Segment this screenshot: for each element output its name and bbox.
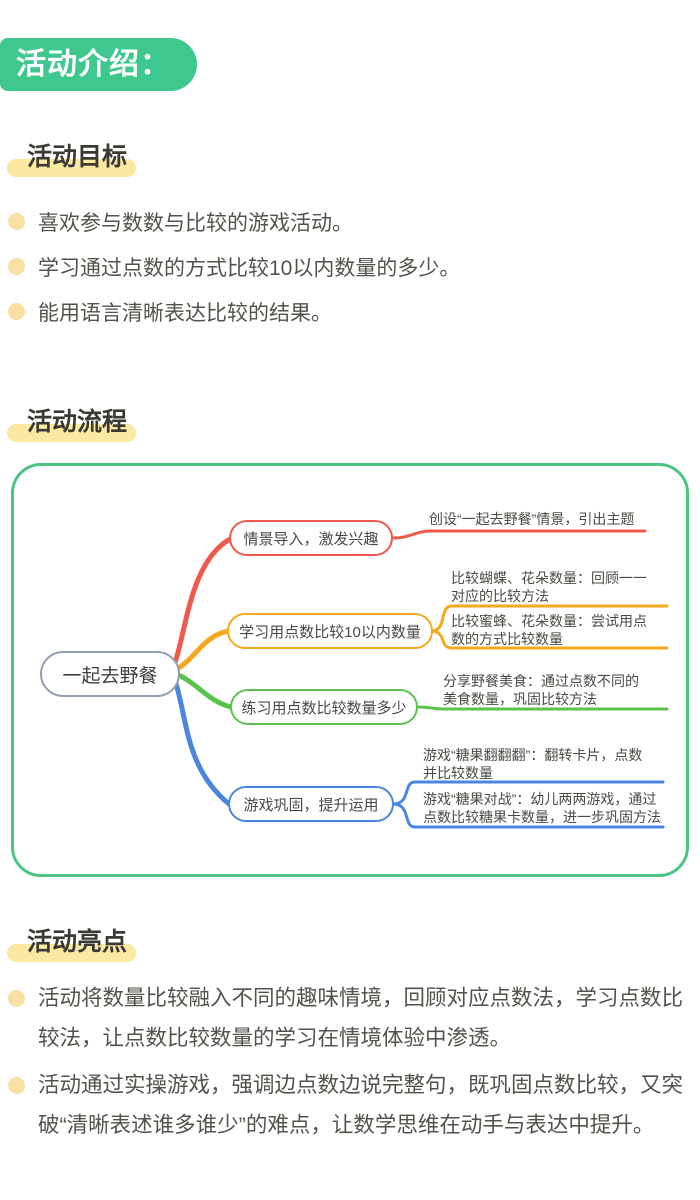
- goals-section-heading: 活动目标: [0, 137, 700, 177]
- mindmap-leaf-text: 游戏“糖果对战”：幼儿两两游戏，通过 点数比较糖果卡数量，进一步巩固方法: [423, 791, 661, 825]
- mindmap-branch-node: 学习用点数比较10以内数量: [227, 613, 433, 649]
- highlight-text: 活动通过实操游戏，强调边点数边说完整句，既巩固点数比较，又突破“清晰表述谁多谁少…: [38, 1073, 684, 1137]
- connector-blue-child1: [392, 780, 665, 806]
- list-item: 喜欢参与数数与比较的游戏活动。: [8, 201, 700, 246]
- trunk-green: [171, 670, 234, 710]
- mindmap-branch-node: 情景导入，激发兴趣: [229, 520, 393, 556]
- flow-section-heading: 活动流程: [0, 402, 700, 442]
- list-item: 活动将数量比较融入不同的趣味情境，回顾对应点数法，学习点数比较法，让点数比较数量…: [8, 978, 700, 1058]
- connector-blue-child2: [392, 802, 665, 829]
- activity-flow-mindmap: 一起去野餐 情景导入，激发兴趣 学习用点数比较10以内数量 练习用点数比较数量多…: [11, 463, 689, 877]
- highlights-list: 活动将数量比较融入不同的趣味情境，回顾对应点数法，学习点数比较法，让点数比较数量…: [0, 978, 700, 1145]
- goal-text: 喜欢参与数数与比较的游戏活动。: [38, 212, 353, 235]
- list-item: 活动通过实操游戏，强调边点数边说完整句，既巩固点数比较，又突破“清晰表述谁多谁少…: [8, 1065, 700, 1145]
- highlights-title: 活动亮点: [6, 922, 137, 962]
- mindmap-root-node: 一起去野餐: [40, 651, 180, 697]
- mindmap-leaf-text: 比较蜜蜂、花朵数量：尝试用点 数的方式比较数量: [451, 613, 647, 647]
- mindmap-leaf-text: 游戏“糖果翻翻翻”：翻转卡片，点数 并比较数量: [423, 747, 643, 781]
- mindmap-canvas: 一起去野餐 情景导入，激发兴趣 学习用点数比较10以内数量 练习用点数比较数量多…: [11, 463, 689, 877]
- goal-text: 学习通过点数的方式比较10以内数量的多少。: [38, 257, 461, 280]
- flow-title: 活动流程: [6, 402, 137, 442]
- highlight-text: 活动将数量比较融入不同的趣味情境，回顾对应点数法，学习点数比较法，让点数比较数量…: [38, 986, 684, 1050]
- goals-title: 活动目标: [6, 137, 137, 177]
- goals-list: 喜欢参与数数与比较的游戏活动。 学习通过点数的方式比较10以内数量的多少。 能用…: [0, 201, 700, 336]
- goal-text: 能用语言清晰表达比较的结果。: [38, 302, 332, 325]
- mindmap-leaf-text: 分享野餐美食：通过点数不同的 美食数量，巩固比较方法: [443, 673, 639, 707]
- mindmap-connectors: [170, 529, 669, 829]
- bullet-dot-icon: [8, 1077, 25, 1094]
- mindmap-leaf-text: 创设“一起去野餐”情景，引出主题: [429, 511, 635, 527]
- connector-orange-child2: [431, 629, 669, 650]
- list-item: 学习通过点数的方式比较10以内数量的多少。: [8, 246, 700, 291]
- bullet-dot-icon: [8, 258, 25, 275]
- trunk-red: [170, 536, 233, 672]
- trunk-blue: [170, 671, 232, 807]
- mindmap-leaf-text: 比较蝴蝶、花朵数量：回顾一一 对应的比较方法: [451, 570, 647, 604]
- list-item: 能用语言清晰表达比较的结果。: [8, 291, 700, 336]
- connector-red-child1: [391, 529, 647, 540]
- bullet-dot-icon: [8, 990, 25, 1007]
- highlights-section-heading: 活动亮点: [0, 922, 700, 962]
- connector-orange-child1: [431, 604, 669, 633]
- activity-intro-badge: 活动介绍：: [0, 38, 197, 91]
- bullet-dot-icon: [8, 303, 25, 320]
- connector-green-child1: [416, 705, 669, 711]
- bullet-dot-icon: [8, 213, 25, 230]
- mindmap-branch-node: 游戏巩固，提升运用: [228, 786, 394, 822]
- mindmap-branch-node: 练习用点数比较数量多少: [230, 689, 418, 725]
